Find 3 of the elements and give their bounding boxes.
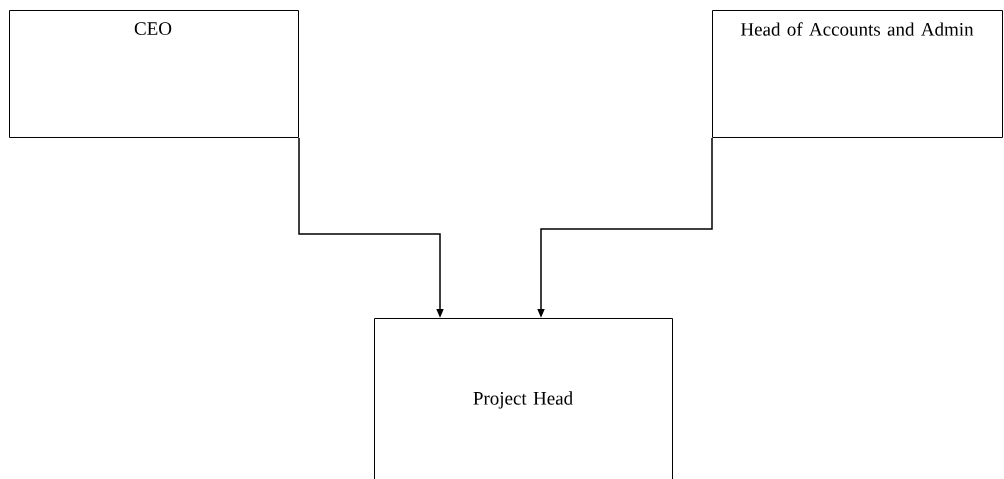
- org-box: CEO: [9, 10, 299, 138]
- org-box: Project Head: [374, 318, 673, 479]
- org-box: Head of Accounts and Admin: [712, 10, 1003, 138]
